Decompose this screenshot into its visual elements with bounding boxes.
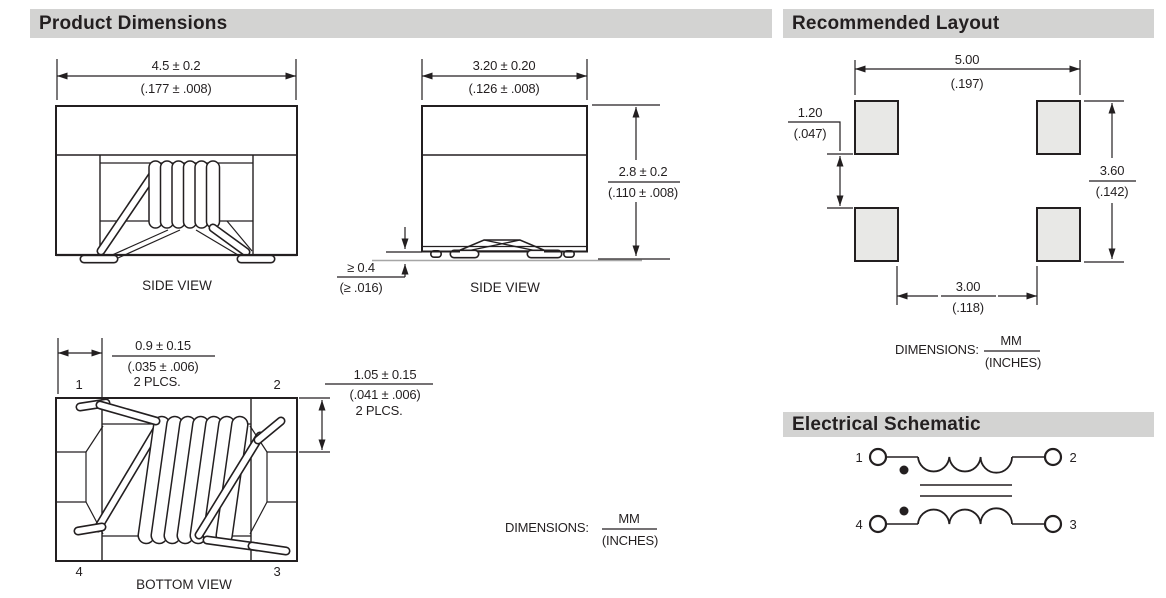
side-view-1-drawing	[55, 105, 298, 264]
sch-pin3-terminal	[1043, 514, 1063, 534]
bv-pin3-label: 3	[273, 564, 280, 579]
sv1-coil	[148, 160, 221, 229]
bv-pad-height-mm: 1.05 ± 0.15	[354, 367, 417, 382]
layout-pad-gap-in: (.047)	[794, 126, 827, 141]
layout-inner-width-mm: 3.00	[956, 279, 981, 294]
sv2-height-in: (.110 ± .008)	[608, 185, 678, 200]
dim-note-left-label: DIMENSIONS:	[505, 520, 589, 535]
dim-note-right-mm: MM	[1000, 333, 1021, 348]
recommended-layout-header: Recommended Layout	[783, 9, 1154, 38]
layout-outer-height-dimension: 3.60 (.142)	[1084, 100, 1136, 263]
sch-secondary-winding	[917, 507, 1013, 525]
bv-caption: BOTTOM VIEW	[136, 577, 232, 592]
side-view-2: 3.20 ± 0.20 (.126 ± .008)	[337, 58, 680, 295]
bv-pad-width-in: (.035 ± .006)	[127, 359, 198, 374]
side-view-1-width-dimension: 4.5 ± 0.2 (.177 ± .008)	[56, 58, 297, 100]
sv1-width-mm: 4.5 ± 0.2	[152, 58, 201, 73]
recommended-layout-drawing: 5.00 (.197) 1.20 (.047) 3.60 (.142) 3.00	[788, 52, 1136, 370]
layout-pad-top-left	[854, 100, 899, 155]
layout-pad-bottom-right	[1036, 207, 1081, 262]
layout-outer-width-dimension: 5.00 (.197)	[854, 52, 1081, 95]
sch-polarity-dot-bottom	[899, 506, 909, 516]
layout-pad-bottom-left	[854, 207, 899, 262]
bottom-view-drawing	[55, 397, 298, 562]
sch-pin1-label: 1	[855, 450, 862, 465]
layout-pad-gap-mm: 1.20	[798, 105, 823, 120]
dimensions-note-left: DIMENSIONS: MM (INCHES)	[505, 511, 658, 548]
bv-pin1-label: 1	[75, 377, 82, 392]
sch-polarity-dot-top	[899, 465, 909, 475]
product-dimensions-title: Product Dimensions	[39, 12, 228, 34]
electrical-schematic-title: Electrical Schematic	[792, 413, 981, 435]
sch-pin2-terminal	[1043, 447, 1063, 467]
bottom-view: 0.9 ± 0.15 (.035 ± .006) 2 PLCS. 1 2	[55, 338, 433, 592]
bv-pad-width-mm: 0.9 ± 0.15	[135, 338, 191, 353]
electrical-schematic-header: Electrical Schematic	[783, 412, 1154, 437]
sch-pin4-label: 4	[855, 517, 862, 532]
sch-pin3-label: 3	[1069, 517, 1076, 532]
product-dimensions-header: Product Dimensions	[30, 9, 772, 38]
sv2-height-mm: 2.8 ± 0.2	[619, 164, 668, 179]
bv-pin2-label: 2	[273, 377, 280, 392]
layout-outer-width-in: (.197)	[951, 76, 984, 91]
layout-inner-width-dimension: 3.00 (.118)	[896, 266, 1038, 315]
layout-pad-gap-dimension: 1.20 (.047)	[788, 105, 853, 209]
sv2-width-in: (.126 ± .008)	[468, 81, 539, 96]
dim-note-right-label: DIMENSIONS:	[895, 342, 979, 357]
bv-pad-height-in: (.041 ± .006)	[349, 387, 420, 402]
bv-lead-wires	[73, 398, 291, 556]
side-view-2-width-dimension: 3.20 ± 0.20 (.126 ± .008)	[421, 58, 588, 100]
bottom-view-pad-height-dimension: 1.05 ± 0.15 (.041 ± .006) 2 PLCS.	[299, 367, 433, 453]
layout-pad-top-right	[1036, 100, 1081, 155]
bv-pad-width-note: 2 PLCS.	[133, 374, 180, 389]
dim-note-right-inches: (INCHES)	[985, 355, 1041, 370]
dimensions-note-right: DIMENSIONS: MM (INCHES)	[895, 333, 1041, 370]
sch-pin1-terminal	[868, 447, 888, 467]
dim-note-left-mm: MM	[618, 511, 639, 526]
sv2-component-body	[421, 105, 588, 253]
electrical-schematic-drawing: 1 2 4 3	[855, 447, 1077, 534]
sch-pin2-label: 2	[1069, 450, 1076, 465]
sv2-standoff-mm: ≥ 0.4	[347, 260, 375, 275]
sv2-caption: SIDE VIEW	[470, 280, 540, 295]
bv-pad-height-note: 2 PLCS.	[355, 403, 402, 418]
sv1-caption: SIDE VIEW	[142, 278, 212, 293]
bottom-view-pad-width-dimension: 0.9 ± 0.15 (.035 ± .006) 2 PLCS.	[57, 338, 215, 398]
sch-primary-winding	[917, 456, 1013, 474]
sv1-width-in: (.177 ± .008)	[140, 81, 211, 96]
layout-outer-height-mm: 3.60	[1100, 163, 1125, 178]
layout-outer-height-in: (.142)	[1096, 184, 1129, 199]
sch-pin4-terminal	[868, 514, 888, 534]
sv2-width-mm: 3.20 ± 0.20	[473, 58, 536, 73]
layout-outer-width-mm: 5.00	[955, 52, 980, 67]
side-view-2-standoff-dimension: ≥ 0.4 (≥ .016)	[337, 227, 422, 295]
sv2-standoff-in: (≥ .016)	[339, 280, 382, 295]
sv1-wire-fan	[109, 220, 253, 259]
side-view-2-height-dimension: 2.8 ± 0.2 (.110 ± .008)	[592, 104, 680, 260]
bv-pin4-label: 4	[75, 564, 82, 579]
recommended-layout-title: Recommended Layout	[792, 12, 1000, 34]
layout-inner-width-in: (.118)	[952, 300, 984, 315]
side-view-2-drawing	[372, 105, 642, 262]
dim-note-left-inches: (INCHES)	[602, 533, 658, 548]
side-view-1: 4.5 ± 0.2 (.177 ± .008)	[55, 58, 298, 293]
